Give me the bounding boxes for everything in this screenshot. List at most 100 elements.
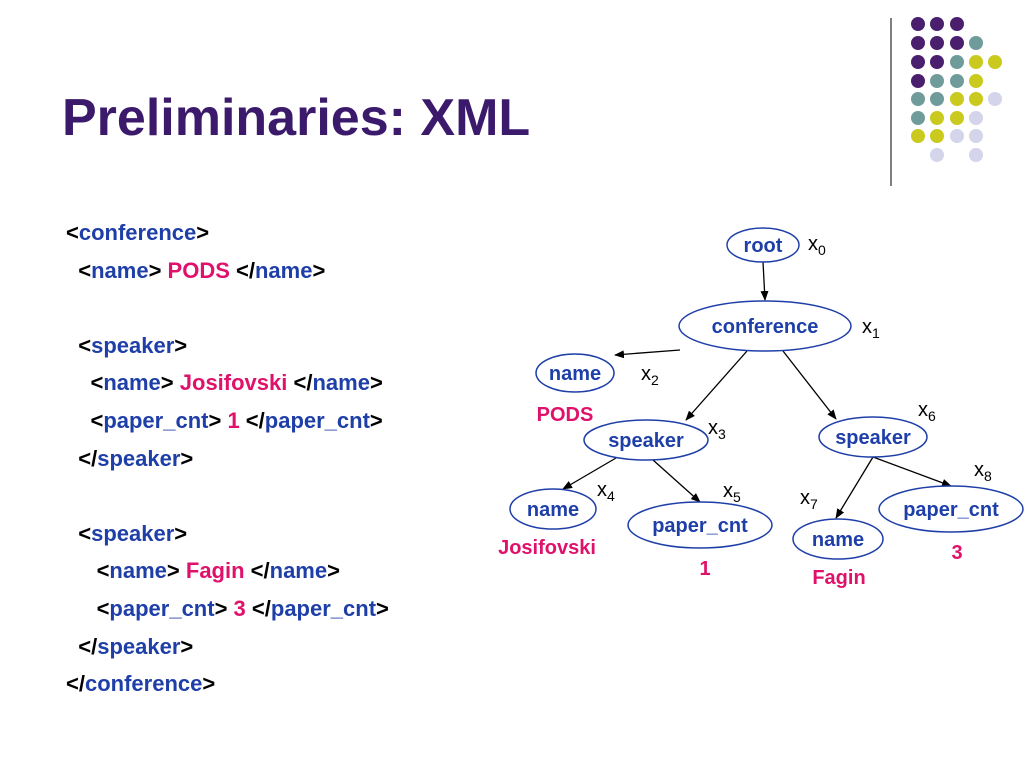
xml-punctuation: > (208, 407, 228, 433)
xml-punctuation: < (96, 558, 110, 584)
xml-tag-name: name (312, 370, 370, 396)
edge-conference-speaker2 (782, 350, 837, 420)
node-ellipse (726, 227, 800, 263)
decorative-dot (950, 92, 964, 106)
decorative-dot (930, 17, 944, 31)
node-variable: x3 (708, 417, 726, 442)
xml-line: <paper_cnt> 1 </paper_cnt> (66, 402, 389, 440)
edge-speaker2-paper2 (872, 456, 952, 487)
xml-text-value: Josifovski (179, 370, 288, 396)
xml-text-value: PODS (167, 257, 230, 283)
xml-tag-name: conference (84, 671, 203, 697)
decorative-dot (911, 129, 925, 143)
xml-punctuation: > (327, 558, 340, 584)
decorative-dot (969, 148, 983, 162)
decorative-dot (969, 36, 983, 50)
edge-conference-name1 (614, 349, 681, 359)
decorative-dot (930, 55, 944, 69)
node-label: root (744, 235, 783, 257)
node-variable: x2 (641, 363, 659, 388)
node-ellipse (583, 419, 709, 461)
xml-punctuation: > (196, 220, 210, 245)
tree-node-speaker1: speaker x3 (583, 417, 726, 461)
decorative-dot (950, 36, 964, 50)
xml-line: <name> PODS </name> (66, 252, 389, 290)
xml-punctuation: < (78, 257, 92, 283)
xml-tag-name: speaker (91, 520, 175, 546)
xml-line: <name> Fagin </name> (66, 552, 389, 590)
decorative-dot (930, 74, 944, 88)
xml-text-value: 3 (233, 595, 246, 621)
xml-punctuation: > (166, 558, 186, 584)
xml-tag-name: speaker (97, 445, 181, 471)
node-ellipse (878, 485, 1024, 533)
xml-punctuation: </ (287, 370, 313, 396)
decorative-dot (969, 111, 983, 125)
decorative-dot (911, 74, 925, 88)
node-ellipse (678, 300, 852, 352)
decorative-dot (930, 129, 944, 143)
edge-speaker1-paper1 (652, 459, 701, 503)
decorative-dot (930, 36, 944, 50)
edge-speaker1-name2 (562, 457, 617, 490)
node-variable: x6 (918, 399, 936, 424)
node-label: name (549, 363, 601, 385)
xml-punctuation: > (202, 671, 216, 697)
decorative-dot (950, 74, 964, 88)
xml-tag-name: speaker (97, 633, 181, 659)
xml-punctuation: > (180, 633, 194, 659)
decorative-dot (950, 17, 964, 31)
decorative-dot (950, 55, 964, 69)
xml-punctuation: > (312, 257, 326, 283)
xml-punctuation: > (369, 370, 383, 396)
decorative-dot (930, 111, 944, 125)
xml-punctuation: </ (78, 633, 98, 659)
xml-tag-name: speaker (91, 332, 175, 358)
node-ellipse (509, 488, 597, 530)
decorative-dot (911, 17, 925, 31)
decorative-dot (930, 92, 944, 106)
node-text-value: 1 (699, 558, 710, 580)
tree-node-root: root x0 (726, 227, 826, 263)
xml-punctuation: < (78, 520, 92, 546)
node-text-value: Fagin (812, 567, 865, 589)
xml-punctuation: </ (229, 257, 255, 283)
node-variable: x7 (800, 487, 818, 512)
xml-tag-name: name (269, 558, 328, 584)
xml-punctuation: < (78, 332, 92, 358)
node-variable: x5 (723, 480, 741, 505)
edge-speaker2-name3 (835, 456, 874, 519)
node-label: speaker (608, 430, 684, 452)
xml-punctuation: > (376, 595, 389, 621)
node-ellipse (535, 353, 615, 393)
decorative-dot-grid (890, 17, 1002, 186)
node-label: paper_cnt (903, 499, 999, 521)
decorative-dot (969, 129, 983, 143)
decorative-dot (911, 55, 925, 69)
xml-punctuation: > (148, 257, 168, 283)
xml-tag-name: conference (78, 220, 197, 245)
xml-punctuation: > (369, 407, 383, 433)
xml-line: </speaker> (66, 440, 389, 478)
xml-punctuation: < (66, 220, 79, 245)
xml-tag-name: paper_cnt (270, 595, 377, 621)
decorative-dot (911, 36, 925, 50)
xml-tag-name: paper_cnt (264, 407, 370, 433)
decorative-dot (988, 55, 1002, 69)
xml-punctuation: < (90, 370, 104, 396)
xml-line: </conference> (66, 665, 389, 703)
xml-tag-name: paper_cnt (103, 407, 209, 433)
xml-punctuation: </ (78, 445, 98, 471)
node-ellipse (792, 518, 884, 560)
decorative-dot (969, 92, 983, 106)
xml-line: <paper_cnt> 3 </paper_cnt> (66, 590, 389, 628)
xml-punctuation: </ (245, 595, 271, 621)
node-variable: x0 (808, 233, 826, 258)
